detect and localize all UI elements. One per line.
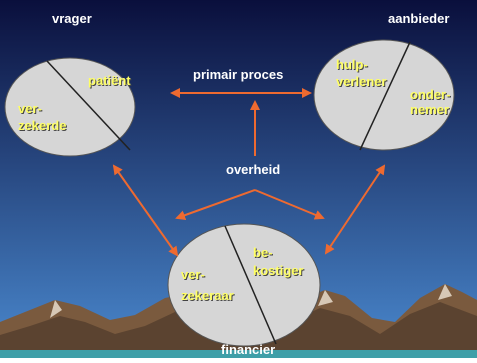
aanbieder-role-hulpverlener-2: verlener bbox=[336, 74, 387, 89]
arrow-government-left bbox=[175, 189, 256, 221]
financier-role-verzekeraar-2: zekeraar bbox=[181, 288, 234, 303]
financier-role-bekostiger-1: be- bbox=[253, 245, 273, 260]
aanbieder-role-ondernemer-2: nemer bbox=[410, 102, 450, 117]
financier-ellipse bbox=[167, 223, 321, 347]
vrager-role-verzekerde-2: zekerde bbox=[18, 118, 67, 133]
vrager-role-patient: patiënt bbox=[88, 73, 131, 88]
aanbieder-divider bbox=[359, 41, 411, 151]
arrow-aanbieder-financier bbox=[324, 164, 386, 255]
vrager-divider bbox=[46, 60, 131, 151]
government-label: overheid bbox=[226, 162, 281, 177]
aanbieder-ellipse bbox=[313, 39, 455, 151]
vrager-title: vrager bbox=[52, 11, 92, 26]
financier-role-bekostiger-2: kostiger bbox=[253, 263, 304, 278]
financier-role-verzekeraar-1: ver- bbox=[181, 267, 205, 282]
financier-divider bbox=[224, 225, 277, 345]
vrager-ellipse bbox=[4, 57, 136, 157]
aanbieder-role-hulpverlener-1: hulp- bbox=[336, 57, 368, 72]
primary-process-label: primair proces bbox=[193, 67, 284, 82]
aanbieder-title: aanbieder bbox=[388, 11, 450, 26]
arrow-government-right bbox=[254, 189, 325, 220]
financier-title: financier bbox=[221, 342, 276, 357]
mountain-range bbox=[0, 284, 477, 358]
aanbieder-role-ondernemer-1: onder- bbox=[410, 87, 451, 102]
arrow-vrager-financier bbox=[112, 164, 179, 257]
vrager-role-verzekerde-1: ver- bbox=[18, 101, 42, 116]
